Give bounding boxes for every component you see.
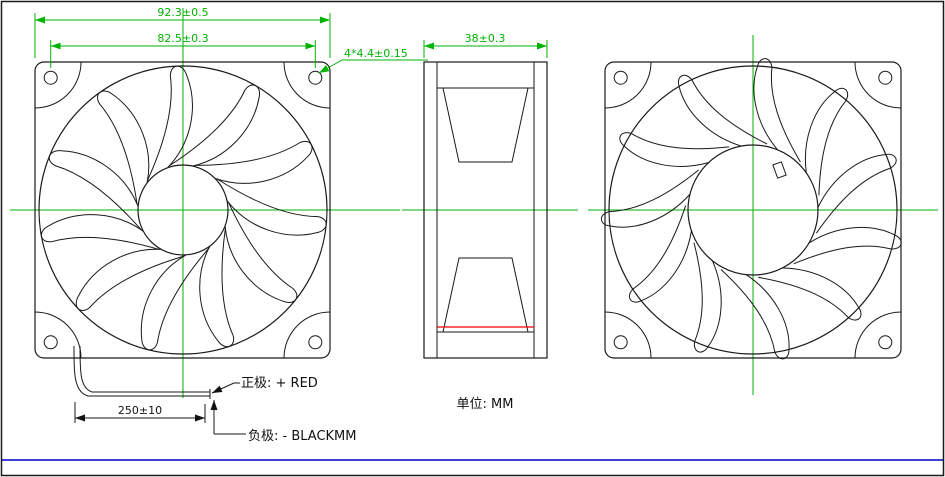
negative-lead-callout: 负极: - BLACKMM xyxy=(210,400,357,444)
dimension-lead-length: 250±10 xyxy=(74,402,206,423)
mounting-hole xyxy=(878,70,893,85)
dim-overall-width-text: 92.3±0.5 xyxy=(157,6,208,19)
lead-wires xyxy=(73,345,211,399)
dim-mounting-pitch-text: 82.5±0.3 xyxy=(157,32,208,45)
hub-label-slot xyxy=(772,161,787,179)
mounting-hole xyxy=(43,335,58,350)
rear-impeller xyxy=(598,55,905,361)
positive-lead-callout: 正极: + RED xyxy=(211,376,318,394)
negative-lead-text: 负极: - BLACKMM xyxy=(248,429,357,444)
unit-note-text: 单位: MM xyxy=(457,397,514,412)
rear-view xyxy=(598,55,905,361)
mounting-hole xyxy=(878,335,893,350)
front-view xyxy=(34,61,331,359)
dimension-overall-width: 92.3±0.5 xyxy=(34,6,331,58)
mounting-hole xyxy=(613,335,628,350)
mounting-hole xyxy=(43,70,58,85)
positive-lead-text: 正极: + RED xyxy=(241,376,318,391)
dimension-mounting-pitch: 82.5±0.3 xyxy=(50,32,316,68)
dim-depth-text: 38±0.3 xyxy=(465,32,506,45)
dim-mounting-holes-text: 4*4.4±0.15 xyxy=(344,47,408,60)
mounting-hole xyxy=(308,70,323,85)
mounting-hole xyxy=(613,70,628,85)
dimension-depth: 38±0.3 xyxy=(423,32,548,58)
dim-lead-length-text: 250±10 xyxy=(118,404,162,417)
mounting-hole xyxy=(308,335,323,350)
centerlines xyxy=(10,8,938,398)
front-impeller xyxy=(37,62,330,353)
side-view xyxy=(423,61,548,359)
dimension-mounting-holes-callout: 4*4.4±0.15 xyxy=(318,47,428,74)
